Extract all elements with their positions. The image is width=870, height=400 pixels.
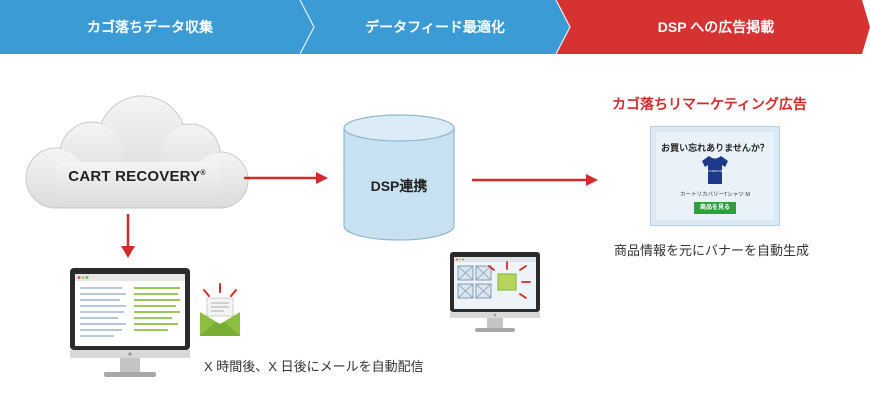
step-banner-shapes: [0, 0, 870, 55]
database-icon: [343, 114, 455, 241]
step-1-label: カゴ落ちデータ収集: [87, 19, 213, 35]
tshirt-logo: CART RECOVERY: [704, 169, 726, 173]
ad-question: お買い忘れありませんか？: [661, 143, 769, 153]
arrow-right-icon: [472, 174, 598, 186]
step-2-label: データフィード最適化: [365, 19, 505, 35]
step-1-chevron: [0, 0, 314, 54]
ad-banner-inner: お買い忘れありませんか？ CART RECOVERY カートリカバリーTシャツ …: [656, 132, 774, 220]
step-banner: カゴ落ちデータ収集 データフィード最適化 DSP への広告掲載: [0, 0, 870, 55]
monitor-icon: [450, 252, 540, 332]
database-label: DSP連携: [370, 178, 428, 194]
step-3-label: DSP への広告掲載: [657, 19, 775, 35]
arrow-down-icon: [121, 214, 135, 258]
cloud-icon: [25, 95, 249, 209]
tshirt-icon: CART RECOVERY: [702, 156, 728, 184]
step-2-chevron: [300, 0, 570, 54]
step-3-chevron: [556, 0, 870, 54]
ad-section-title: カゴ落ちリマーケティング広告: [612, 96, 807, 112]
mail-icon: [200, 283, 240, 336]
email-caption: X 時間後、X 日後にメールを自動配信: [204, 359, 424, 374]
ad-banner-card: お買い忘れありませんか？ CART RECOVERY カートリカバリーTシャツ …: [650, 126, 780, 226]
ad-caption: 商品情報を元にバナーを自動生成: [614, 243, 810, 258]
arrow-right-icon: [244, 172, 328, 184]
cloud-label: CART RECOVERY®: [68, 168, 206, 185]
monitor-icon: [70, 268, 190, 377]
ad-product-name: カートリカバリーTシャツ M: [680, 192, 750, 198]
view-product-button[interactable]: 商品を見る: [694, 202, 736, 214]
